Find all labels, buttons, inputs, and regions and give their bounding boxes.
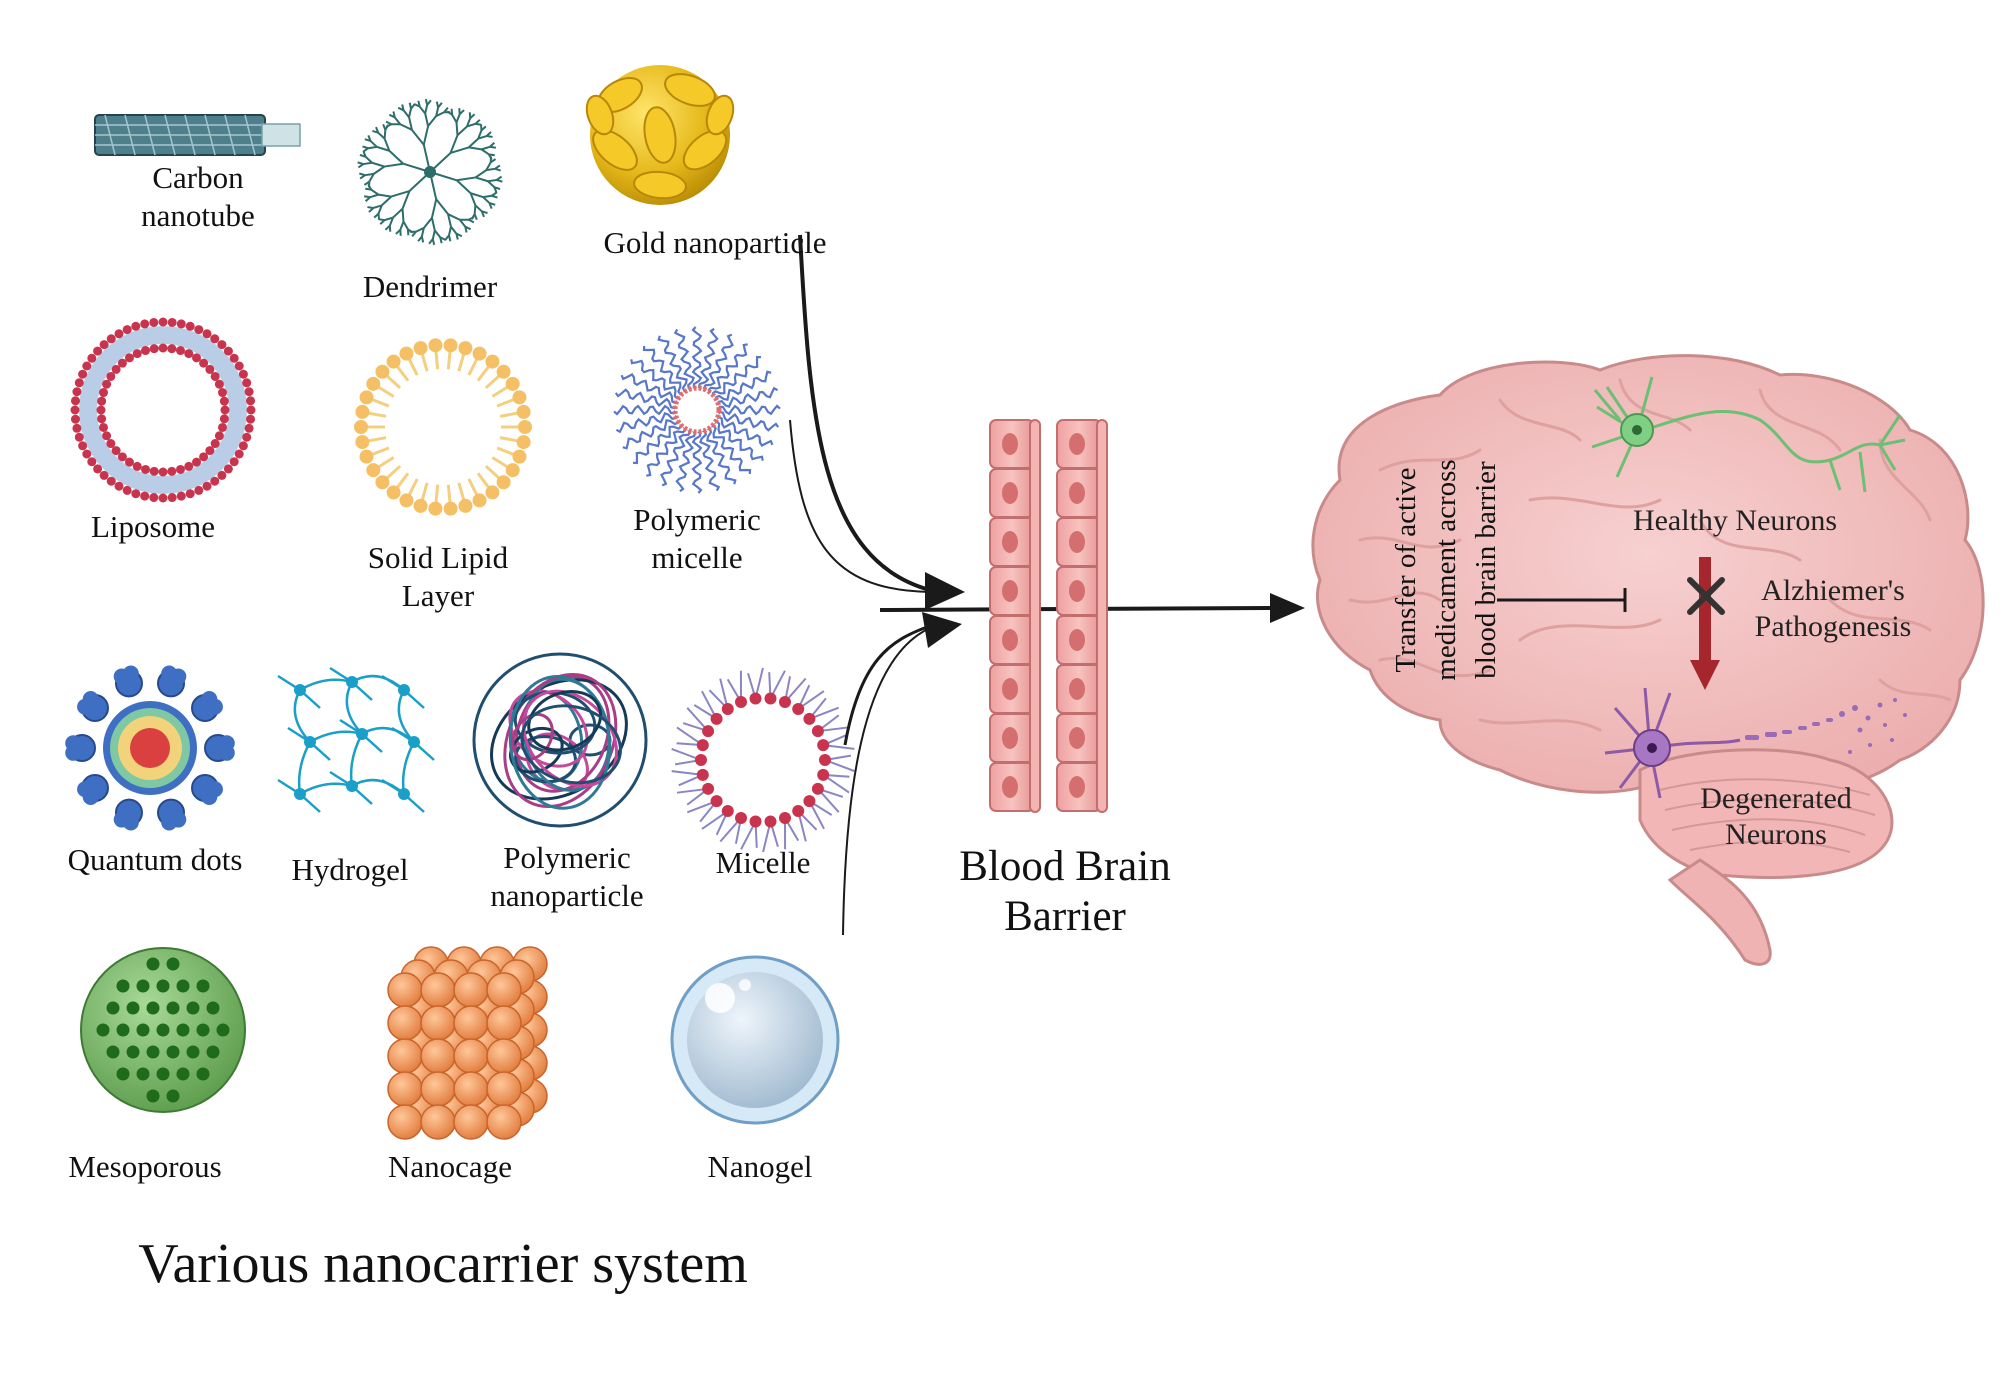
blood-brain-barrier-icon: [989, 419, 1108, 813]
text-line: Transfer of active: [1390, 467, 1422, 672]
text-line: Blood Brain: [959, 843, 1170, 890]
label-dendrimer: Dendrimer: [363, 269, 498, 304]
neuron-fragments: [1745, 698, 1907, 754]
label-nanogel: Nanogel: [707, 1149, 812, 1184]
polymeric-micelle-icon: [613, 326, 781, 494]
carbon-nanotube-icon: [94, 114, 301, 156]
label-micelle: Micelle: [716, 845, 811, 880]
label-nanocage: Nanocage: [388, 1149, 512, 1184]
nanogel-icon: [670, 955, 840, 1125]
text-line: Pathogenesis: [1755, 610, 1912, 643]
figure-title: Various nanocarrier system: [138, 1233, 748, 1295]
label-healthy-neurons: Healthy Neurons: [1633, 504, 1837, 537]
text-line: Solid Lipid: [368, 540, 509, 575]
label-quantum-dots: Quantum dots: [68, 842, 243, 877]
text-line: nanoparticle: [490, 878, 643, 913]
text-line: Barrier: [1004, 893, 1126, 940]
brain-icon: [1311, 354, 1985, 966]
quantum-dots-icon: [65, 665, 235, 831]
polymeric-nanoparticle-icon: [472, 652, 648, 828]
text-line: Layer: [402, 578, 475, 613]
text-line: Carbon: [152, 160, 244, 195]
text-line: Polymeric: [503, 840, 630, 875]
label-mesoporous: Mesoporous: [68, 1149, 221, 1184]
nanocage-icon: [387, 946, 548, 1140]
text-line: medicament across: [1430, 459, 1462, 680]
text-line: micelle: [651, 540, 742, 575]
text-line: Neurons: [1725, 818, 1827, 851]
gold-nanoparticle-icon: [585, 65, 735, 205]
micelle-icon: [671, 667, 855, 853]
text-line: Alzhiemer's: [1761, 574, 1905, 607]
label-liposome: Liposome: [91, 509, 215, 544]
text-line: Degenerated: [1700, 782, 1852, 815]
dendrimer-icon: [357, 98, 503, 246]
healthy-neuron-icon: [1591, 376, 1906, 493]
text-line: nanotube: [141, 198, 255, 233]
mesoporous-icon: [80, 947, 246, 1113]
text-line: blood brain barrier: [1470, 461, 1502, 679]
hydrogel-icon: [277, 666, 435, 813]
arrow-heads: [922, 572, 1305, 648]
solid-lipid-icon: [354, 338, 532, 516]
liposome-icon: [70, 317, 256, 503]
label-hydrogel: Hydrogel: [291, 852, 408, 887]
label-gold-nanoparticle: Gold nanoparticle: [604, 225, 827, 260]
text-line: Polymeric: [633, 502, 760, 537]
